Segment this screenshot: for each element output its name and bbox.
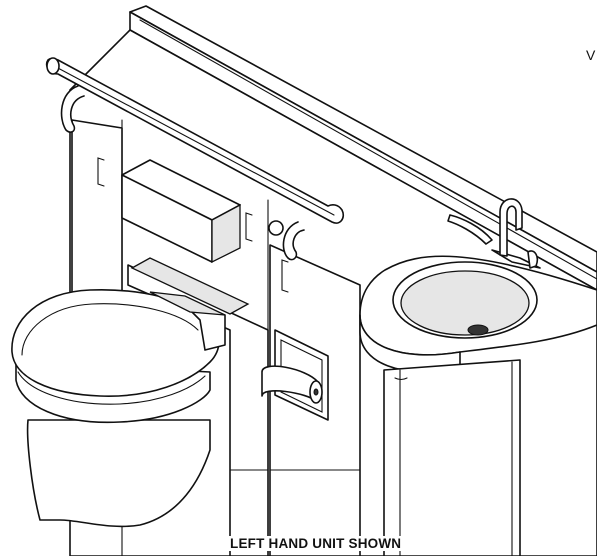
door-handle-icon <box>281 259 289 293</box>
lavatory-base-cabinet <box>383 359 521 556</box>
drawing-caption: LEFT HAND UNIT SHOWN <box>228 536 404 551</box>
view-letter: V <box>586 47 596 63</box>
garment-hook-right <box>282 221 305 261</box>
toilet-paper-holder <box>261 329 329 421</box>
garment-hook-left <box>60 85 85 133</box>
flush-valve-cover <box>121 159 253 264</box>
door-handle-icon <box>97 157 105 187</box>
door-handle-icon <box>245 212 253 242</box>
lavatory-counter <box>359 255 597 373</box>
toilet <box>11 288 226 528</box>
lavatory-faucet <box>447 198 541 269</box>
middle-panel <box>127 257 269 556</box>
top-ledge <box>129 5 597 291</box>
grab-bar <box>45 57 345 261</box>
